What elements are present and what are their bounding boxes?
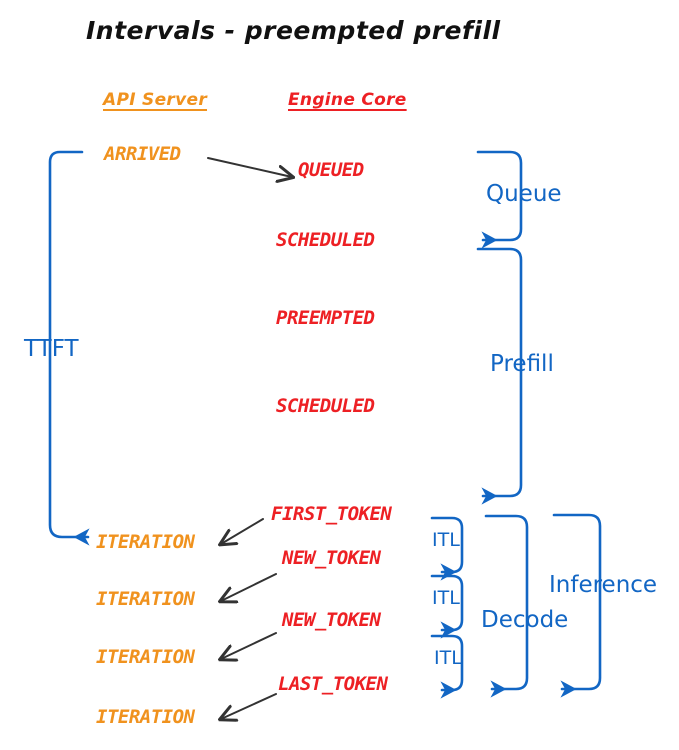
- interval-label-queue: Queue: [486, 181, 562, 207]
- event-scheduled-2: SCHEDULED: [276, 395, 375, 417]
- event-iteration-3: ITERATION: [96, 646, 195, 668]
- interval-label-decode: Decode: [481, 607, 569, 633]
- event-queued: QUEUED: [298, 159, 364, 181]
- arrow-last-token-to-iteration: [221, 693, 277, 719]
- event-iteration-2: ITERATION: [96, 588, 195, 610]
- event-last-token: LAST_TOKEN: [278, 673, 388, 695]
- event-iteration-1: ITERATION: [96, 531, 195, 553]
- itl-bracket-2: [430, 574, 464, 639]
- event-new-token-1: NEW_TOKEN: [282, 547, 381, 569]
- column-header-api-server: API Server: [103, 90, 208, 110]
- itl-bracket-1: [430, 516, 464, 581]
- column-header-engine-core: Engine Core: [288, 90, 407, 110]
- interval-label-ttft: TTFT: [24, 336, 79, 362]
- event-first-token: FIRST_TOKEN: [271, 503, 392, 525]
- event-preempted: PREEMPTED: [276, 307, 375, 329]
- decode-bracket: [484, 514, 529, 698]
- queue-bracket: [476, 150, 523, 249]
- event-new-token-2: NEW_TOKEN: [282, 609, 381, 631]
- interval-label-itl-2: ITL: [432, 587, 460, 609]
- interval-label-itl-3: ITL: [434, 647, 462, 669]
- event-arrived: ARRIVED: [104, 143, 181, 165]
- interval-label-itl-1: ITL: [432, 529, 460, 551]
- inference-bracket: [552, 513, 602, 698]
- interval-label-prefill: Prefill: [490, 351, 554, 377]
- interval-label-inference: Inference: [549, 572, 658, 598]
- arrow-arrived-to-queued: [207, 157, 292, 177]
- prefill-bracket: [476, 247, 523, 505]
- event-scheduled-1: SCHEDULED: [276, 229, 375, 251]
- itl-bracket-3: [430, 634, 464, 699]
- page-title: Intervals - preempted prefill: [86, 16, 501, 45]
- ttft-bracket: [48, 150, 90, 546]
- arrow-first-token-to-iteration: [221, 518, 264, 544]
- event-iteration-4: ITERATION: [96, 706, 195, 728]
- arrow-new-token-2-to-iteration: [221, 632, 277, 659]
- arrow-new-token-1-to-iteration: [221, 573, 277, 601]
